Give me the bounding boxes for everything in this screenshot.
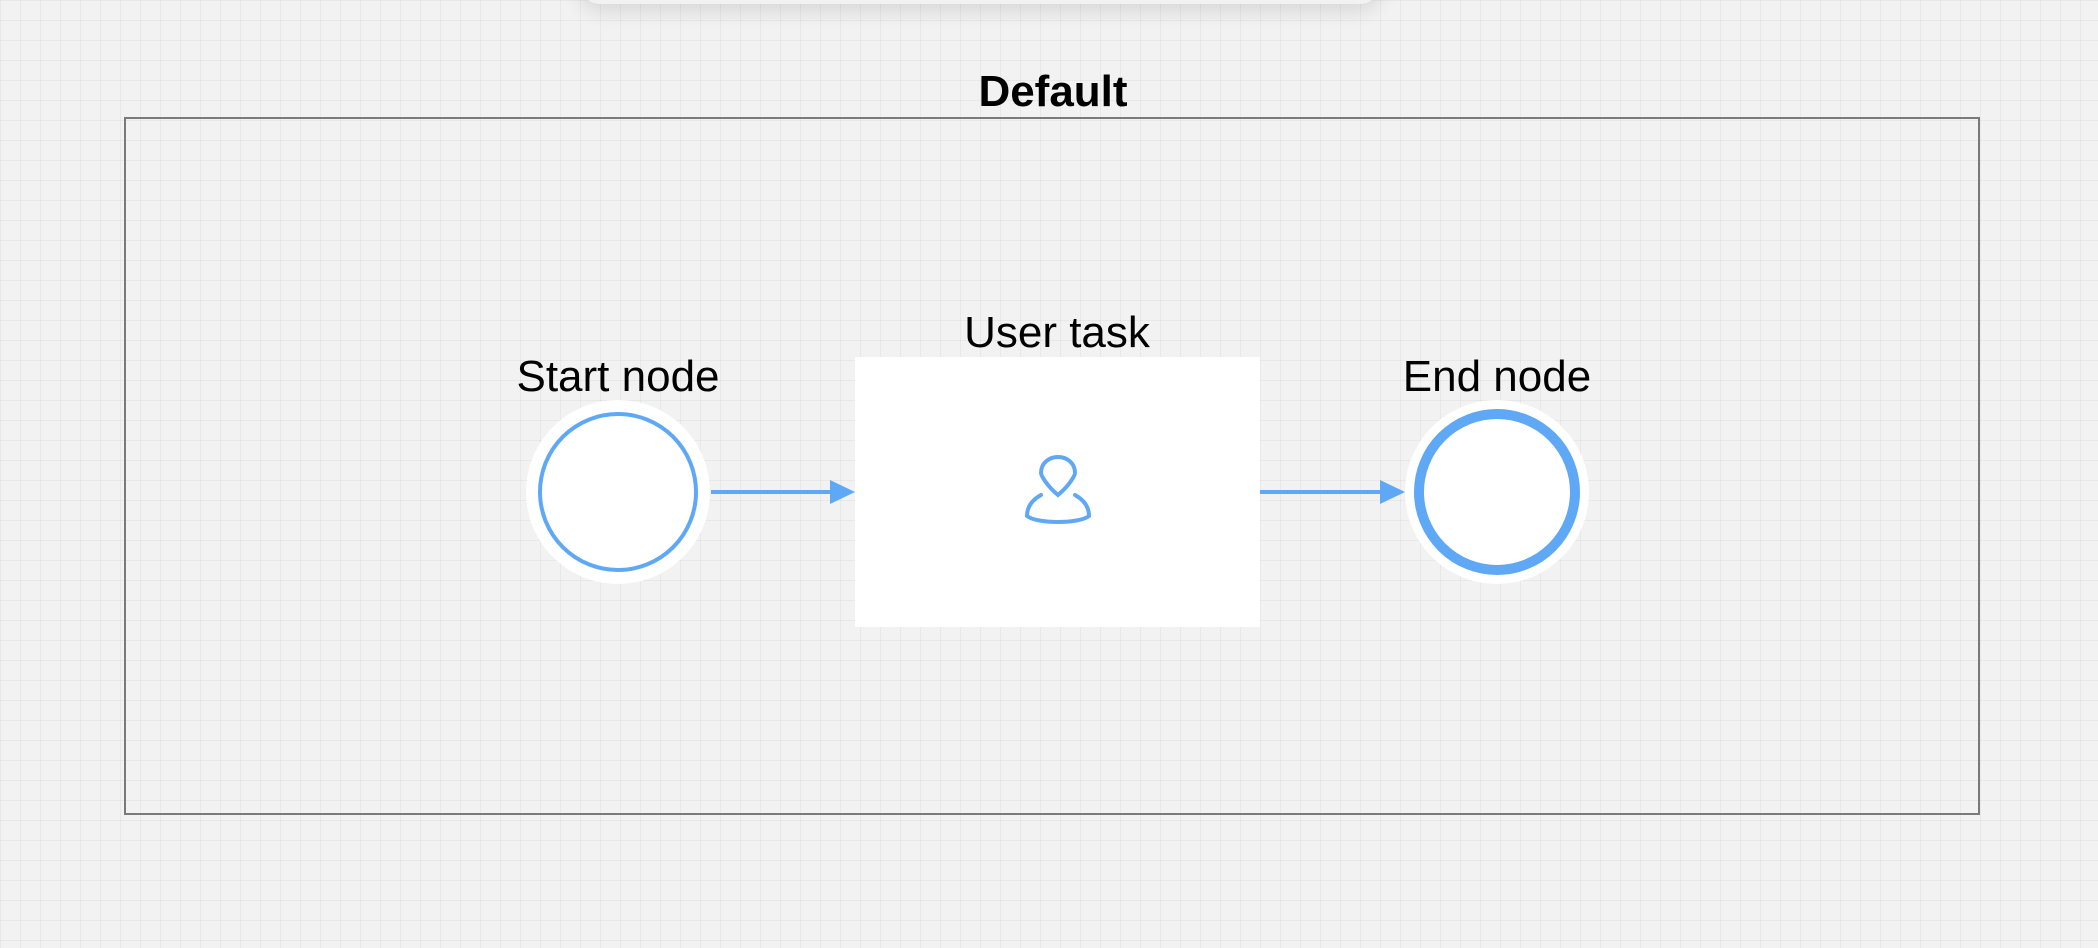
end-node-label: End node (1402, 352, 1592, 401)
top-toolbar-edge (580, 0, 1380, 4)
pool-title: Default (978, 67, 1128, 116)
user-task-label: User task (964, 308, 1150, 357)
user-task-node[interactable] (855, 357, 1260, 627)
start-node-label: Start node (516, 352, 720, 401)
pool-default[interactable] (124, 117, 1980, 815)
